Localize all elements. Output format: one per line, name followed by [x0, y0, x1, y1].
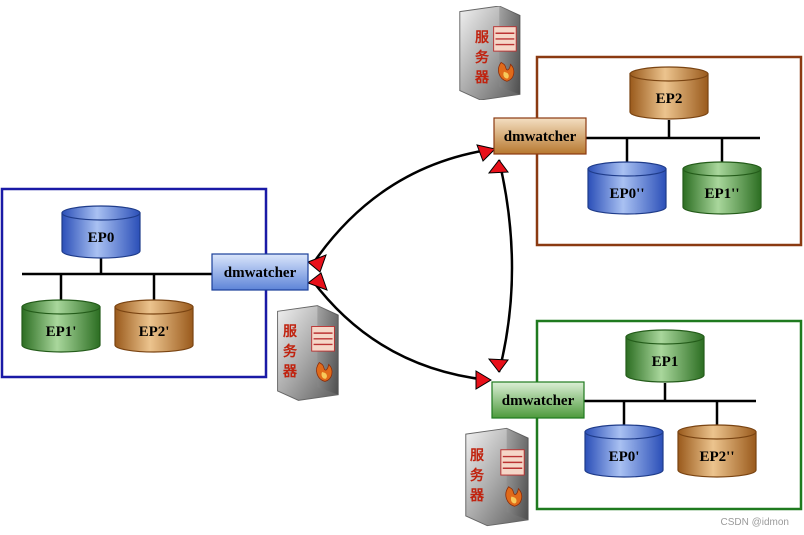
db-top-right-bottom-1: EP0''	[587, 161, 667, 215]
db-left-top-label: EP0	[88, 230, 115, 246]
watermark: CSDN @idmon	[720, 517, 789, 528]
arrow-head	[476, 144, 496, 162]
bottom-right-group-network	[578, 383, 756, 427]
server-char: 器	[474, 70, 490, 86]
db-left-top: EP0	[61, 205, 141, 259]
db-top-right-bottom-2-label: EP1''	[704, 186, 739, 202]
arrow-heads	[306, 144, 509, 390]
left-group-network	[22, 258, 215, 303]
server-char: 服	[470, 448, 485, 464]
arrow-head	[307, 254, 327, 273]
watcher-top-right: dmwatcher	[493, 117, 587, 155]
db-bottom-right-top: EP1	[625, 329, 705, 383]
arrow-head	[475, 370, 492, 390]
db-left-bottom-1-label: EP1'	[46, 324, 77, 340]
watcher-bottom-right-label: dmwatcher	[502, 393, 575, 409]
server-bottom-right: 服 务 器	[464, 427, 529, 527]
db-left-bottom-1: EP1'	[21, 299, 101, 353]
db-bottom-right-bottom-2: EP2''	[677, 424, 757, 478]
db-bottom-right-bottom-1-label: EP0'	[609, 449, 640, 465]
watcher-left-label: dmwatcher	[224, 265, 297, 281]
arrow-left-to-bottom-right	[311, 279, 489, 382]
server-char: 服	[475, 30, 490, 46]
arrow-head	[487, 358, 509, 373]
replication-arrows	[310, 147, 514, 382]
watcher-bottom-right: dmwatcher	[491, 381, 585, 419]
db-bottom-right-top-label: EP1	[652, 354, 679, 370]
server-char: 务	[475, 49, 490, 66]
db-left-bottom-2-label: EP2'	[139, 324, 170, 340]
server-tower-icon	[459, 6, 521, 100]
server-char: 服	[283, 324, 298, 340]
arrow-top-right-to-bottom-right	[497, 159, 514, 373]
watcher-top-right-label: dmwatcher	[504, 129, 577, 145]
arrow-head	[487, 159, 509, 174]
db-top-right-top: EP2	[629, 66, 709, 120]
db-bottom-right-bottom-2-label: EP2''	[699, 449, 734, 465]
server-char: 务	[283, 343, 298, 360]
server-char: 务	[470, 467, 485, 484]
server-top-right: 服 务 器	[459, 6, 521, 100]
db-bottom-right-bottom-1: EP0'	[584, 424, 664, 478]
top-right-group-network	[584, 120, 760, 164]
server-char: 器	[282, 364, 298, 380]
arrow-left-to-top-right	[310, 147, 495, 266]
db-top-right-top-label: EP2	[656, 91, 683, 107]
watcher-left: dmwatcher	[211, 253, 309, 291]
arrow-head	[306, 272, 328, 291]
db-top-right-bottom-2: EP1''	[682, 161, 762, 215]
server-char: 器	[469, 488, 485, 504]
server-left: 服 务 器	[276, 304, 340, 402]
db-top-right-bottom-1-label: EP0''	[609, 186, 644, 202]
db-left-bottom-2: EP2'	[114, 299, 194, 353]
